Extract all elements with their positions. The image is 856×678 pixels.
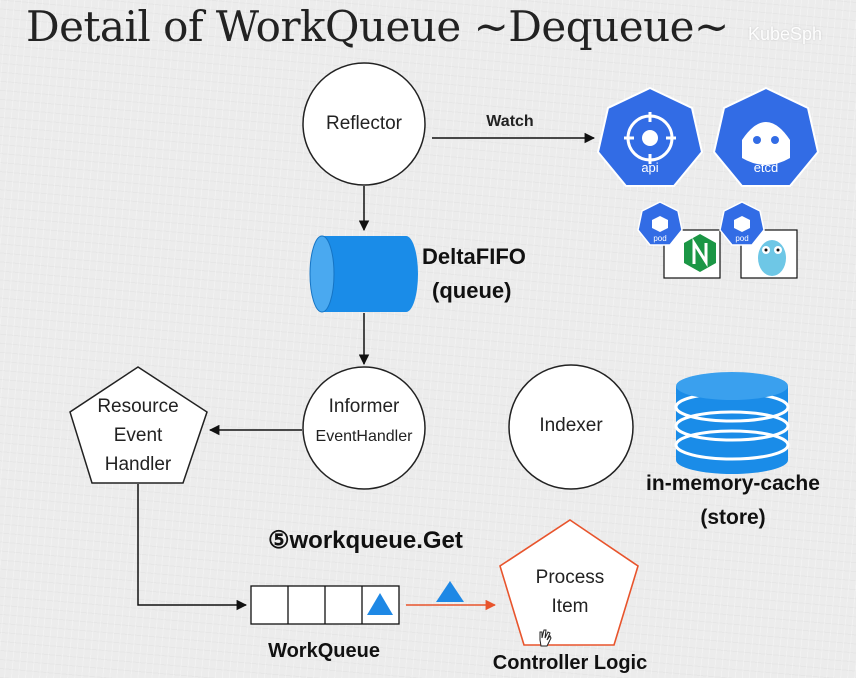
gopher-pod-icon [719,201,798,279]
deltafifo-cylinder-icon [309,235,418,313]
gopher-pod-label: pod [735,234,749,243]
watermark: KubeSph [748,24,823,44]
slide-title: Detail of WorkQueue ~Dequeue~ [26,2,729,51]
api-icon-label: api [641,160,659,175]
resource-handler-label-3: Handler [104,454,172,475]
kubernetes-api-icon [596,86,704,187]
reflector-node [302,62,426,186]
process-item-node [499,519,639,646]
controller-logic-label: Controller Logic [492,652,648,674]
process-item-label-2: Item [551,596,589,617]
deltafifo-sublabel: (queue) [432,278,512,303]
cache-sublabel: (store) [700,506,766,529]
indexer-node [508,364,634,490]
reflector-label: Reflector [325,113,403,134]
nginx-pod-label: pod [653,234,667,243]
informer-node [302,366,426,490]
hand-cursor-icon [539,629,552,647]
nginx-pod-icon [637,201,721,279]
step5-label: ⑤workqueue.Get [268,527,463,554]
workqueue-label: WorkQueue [268,640,380,662]
process-item-label-1: Process [535,567,605,588]
informer-label: Informer [328,396,400,417]
watch-label: Watch [486,113,534,130]
informer-sublabel: EventHandler [315,428,413,445]
resource-handler-label-2: Event [113,425,163,446]
cache-label: in-memory-cache [646,472,820,495]
resource-event-handler-node [69,366,208,484]
resource-handler-label-1: Resource [97,396,179,417]
dequeued-item-triangle-icon [436,581,464,602]
etcd-icon-label: etcd [753,160,779,175]
queued-item-triangle-icon [367,593,393,615]
deltafifo-label: DeltaFIFO [422,244,526,269]
indexer-label: Indexer [539,415,603,436]
handler-to-workqueue-arrow [137,484,248,611]
database-icon [674,372,790,474]
kubernetes-etcd-icon [712,86,820,187]
